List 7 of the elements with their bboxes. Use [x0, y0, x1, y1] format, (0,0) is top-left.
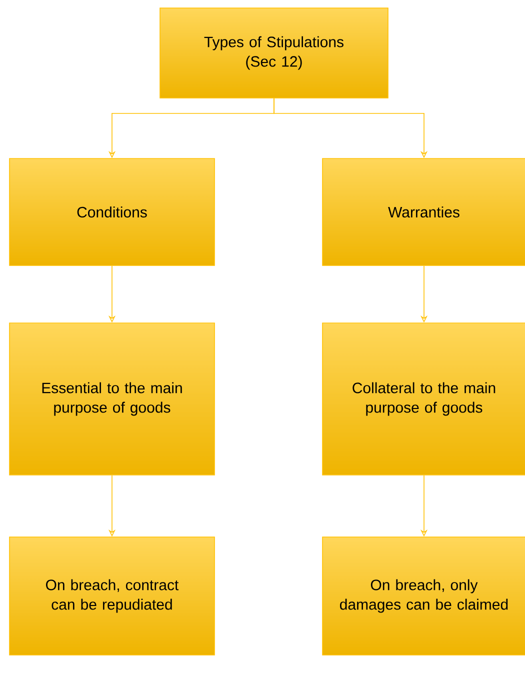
- process-box: Types of Stipulations (Sec 12): [160, 8, 388, 98]
- process-box: Warranties: [322, 158, 525, 266]
- process-box: Essential to the main purpose of goods: [9, 322, 215, 476]
- process-box: On breach, only damages can be claimed: [322, 536, 525, 656]
- process-box: Collateral to the main purpose of goods: [322, 322, 525, 476]
- process-box: On breach, contract can be repudiated: [9, 536, 215, 656]
- process-box: Conditions: [9, 158, 215, 266]
